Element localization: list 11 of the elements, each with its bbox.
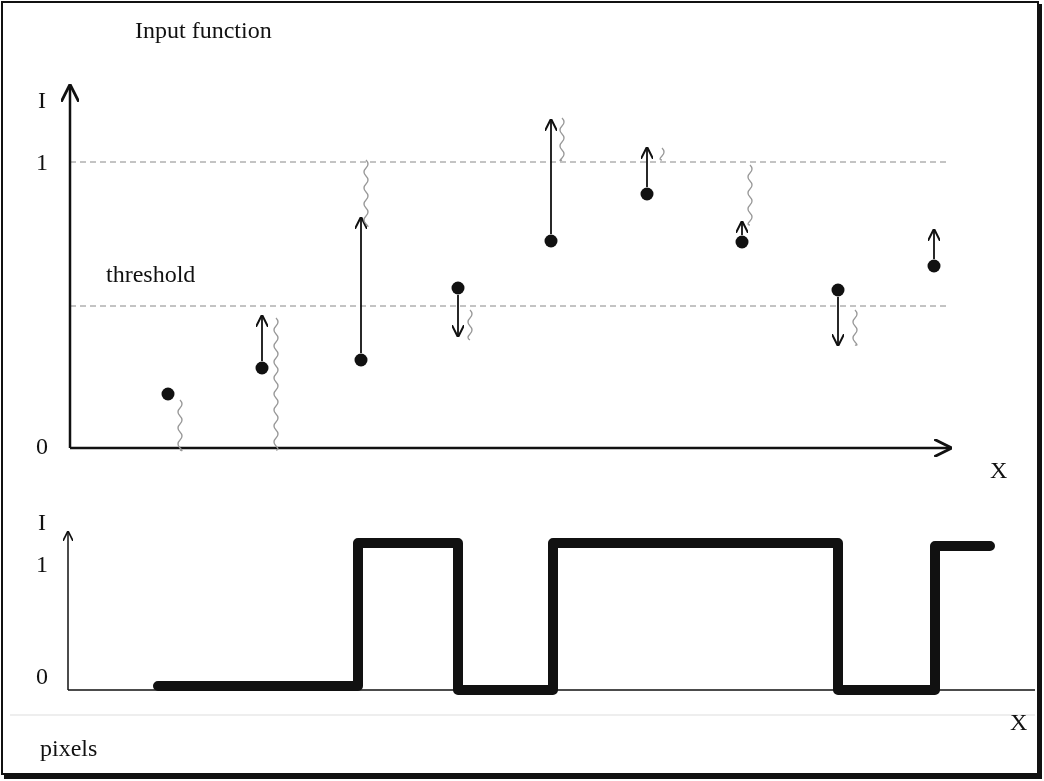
axis-label: X [1010, 710, 1028, 734]
line-label: threshold [106, 262, 196, 286]
tick-label: 1 [36, 150, 48, 174]
axis-label: I [38, 510, 46, 534]
tick-label: 1 [36, 552, 48, 576]
tick-label: 0 [36, 434, 48, 458]
axis-label: X [990, 458, 1008, 482]
tick-label: 0 [36, 664, 48, 688]
axis-label: pixels [40, 736, 98, 760]
axis-label: I [38, 88, 46, 112]
title: Input function [135, 18, 272, 42]
